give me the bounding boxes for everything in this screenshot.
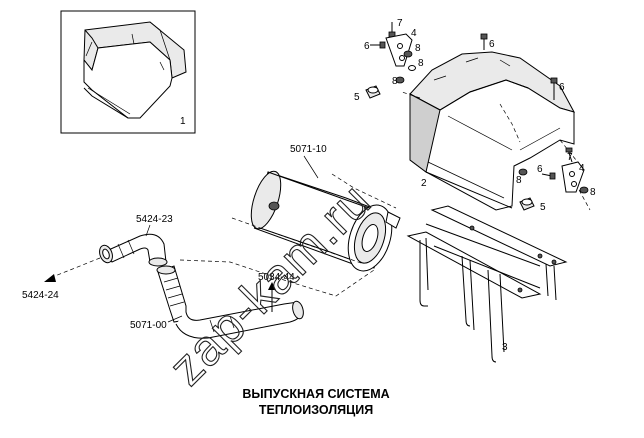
- label-bolt-top-right: 6: [489, 39, 495, 50]
- label-clip-top: 4: [411, 28, 417, 39]
- label-nut-left: 5: [354, 92, 360, 103]
- label-cover: 2: [421, 178, 427, 189]
- label-nut-right: 5: [540, 202, 546, 213]
- pipe-clamp: [268, 282, 276, 312]
- exhaust-outlet-arrow: [44, 257, 101, 282]
- flex-pipe: [156, 265, 304, 339]
- leader-elbow: [145, 224, 151, 237]
- label-stud-top: 7: [397, 18, 403, 29]
- muffler: [179, 170, 401, 297]
- label-clip-right: 4: [579, 163, 585, 174]
- elbow-pipe: [99, 233, 168, 267]
- label-flex-pipe: 5071-00: [130, 320, 167, 331]
- fasteners-top: [365, 22, 558, 100]
- label-bolt-top: 6: [364, 41, 370, 52]
- label-washer-top-c: 8: [392, 76, 398, 87]
- label-washer-right-b: 8: [590, 187, 596, 198]
- label-washer-right-a: 8: [516, 175, 522, 186]
- label-bracket: 3: [502, 342, 508, 353]
- leader-flex: [167, 315, 183, 323]
- label-washer-top-b: 8: [418, 58, 424, 69]
- mounting-bracket: [406, 205, 568, 363]
- label-elbow-pipe: 5424-23: [136, 214, 173, 225]
- label-pipe-clamp: 5034-44: [258, 272, 295, 283]
- title-line-2: ТЕПЛОИЗОЛЯЦИЯ: [259, 403, 373, 417]
- label-muffler: 5071-10: [290, 144, 327, 155]
- label-bolt-right: 6: [559, 82, 565, 93]
- label-stud-right: 7: [567, 152, 573, 163]
- heat-shield-cover: [401, 51, 591, 211]
- label-washer-top-a: 8: [415, 43, 421, 54]
- label-inset: 1: [180, 116, 186, 127]
- leader-muffler: [303, 155, 319, 179]
- inset-frame: [60, 10, 196, 134]
- label-bolt-right-lower: 6: [537, 164, 543, 175]
- fasteners-right: [518, 147, 589, 211]
- title-line-1: ВЫПУСКНАЯ СИСТЕМА: [242, 387, 389, 401]
- label-exhaust-outlet: 5424-24: [22, 290, 59, 301]
